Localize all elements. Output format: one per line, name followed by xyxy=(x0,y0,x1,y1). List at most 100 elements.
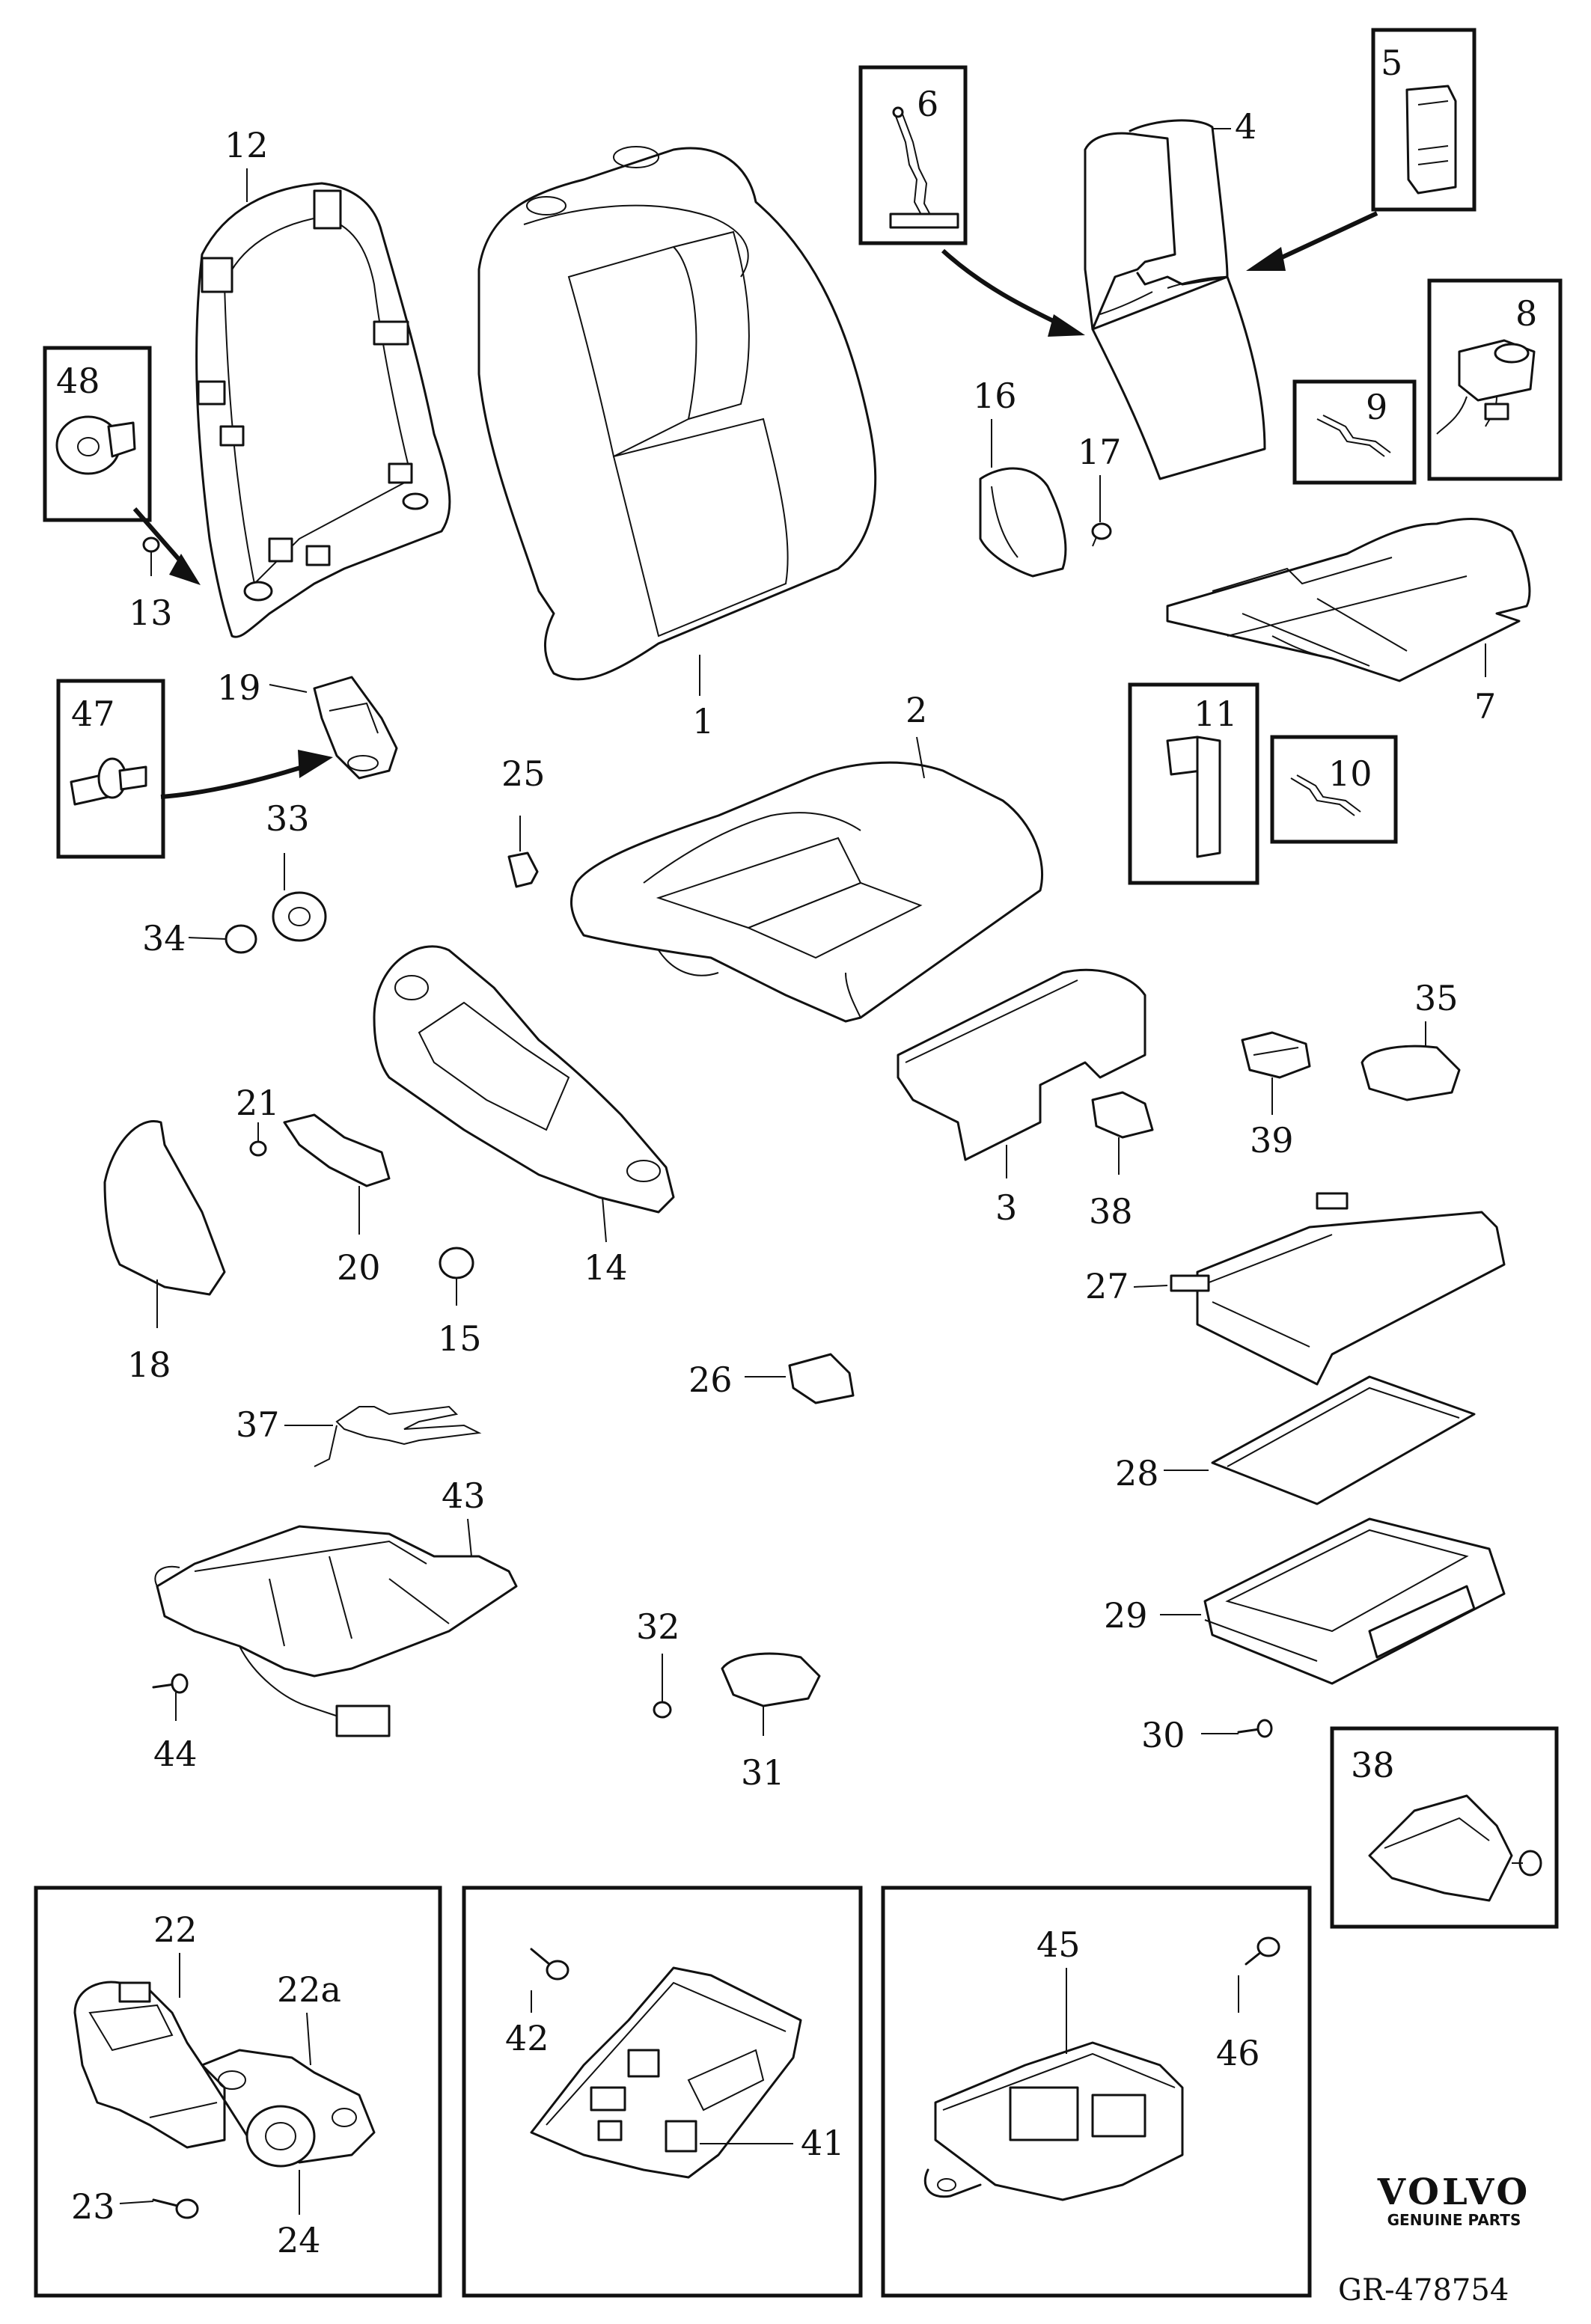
label-41: 41 xyxy=(801,2123,845,2163)
part-14-side-panel xyxy=(373,945,675,1214)
part-15-cap xyxy=(439,1247,474,1279)
callout-box-45 xyxy=(881,1886,1312,2298)
part-24-motor xyxy=(245,2105,316,2168)
brand-sub: GENUINE PARTS xyxy=(1387,2211,1521,2229)
label-45: 45 xyxy=(1036,1924,1081,1965)
part-38-connector xyxy=(1091,1091,1154,1139)
part-42-screw xyxy=(530,1948,569,1981)
part-23-screw xyxy=(152,2198,199,2219)
callout-box-9 xyxy=(1292,379,1417,485)
part-3-front-trim xyxy=(897,968,1146,1161)
part-35-cover xyxy=(1361,1045,1461,1101)
label-4: 4 xyxy=(1235,106,1256,147)
label-7: 7 xyxy=(1474,686,1496,727)
part-27-module xyxy=(1170,1192,1506,1386)
label-47: 47 xyxy=(71,694,115,734)
label-34: 34 xyxy=(142,918,186,958)
label-27: 27 xyxy=(1085,1266,1129,1306)
callout-box-5 xyxy=(1371,28,1477,212)
label-29: 29 xyxy=(1104,1595,1148,1636)
label-5: 5 xyxy=(1381,43,1402,83)
label-17: 17 xyxy=(1078,432,1122,472)
part-30-screw xyxy=(1237,1719,1273,1738)
label-8: 8 xyxy=(1515,293,1537,334)
part-26-clip xyxy=(788,1353,855,1404)
callout-box-38 xyxy=(1330,1726,1559,1929)
part-39-switch xyxy=(1241,1031,1311,1079)
callout-box-10 xyxy=(1270,735,1398,844)
label-26: 26 xyxy=(688,1360,733,1400)
label-12: 12 xyxy=(225,125,269,165)
volvo-genuine-parts-logo: VOLVO GENUINE PARTS xyxy=(1346,2174,1563,2229)
part-20-lever xyxy=(283,1113,391,1187)
part-46-screw xyxy=(1245,1936,1280,1966)
brand-name: VOLVO xyxy=(1377,2171,1531,2213)
part-18-trim xyxy=(103,1120,226,1296)
label-16: 16 xyxy=(973,376,1017,416)
label-48: 48 xyxy=(56,361,100,401)
part-2-cushion-cover xyxy=(569,761,1044,1023)
part-44-screw xyxy=(152,1673,189,1694)
part-47-rivet xyxy=(70,757,147,806)
label-11: 11 xyxy=(1194,694,1238,734)
part-37-harness xyxy=(314,1405,482,1467)
part-41-control-unit xyxy=(530,1966,802,2179)
part-16-bracket xyxy=(979,467,1067,578)
part-8-switch xyxy=(1436,339,1536,435)
label-39: 39 xyxy=(1250,1120,1294,1161)
part-45-control-module xyxy=(923,2041,1184,2201)
part-11-connector xyxy=(1166,736,1221,858)
label-46: 46 xyxy=(1216,2033,1260,2073)
part-48-clip xyxy=(55,415,136,475)
label-20: 20 xyxy=(337,1247,381,1288)
label-32: 32 xyxy=(636,1606,680,1647)
label-3: 3 xyxy=(995,1187,1017,1228)
label-37: 37 xyxy=(236,1404,280,1445)
label-28: 28 xyxy=(1115,1453,1159,1493)
label-14: 14 xyxy=(584,1247,628,1288)
label-23: 23 xyxy=(71,2186,115,2227)
part-5-connector xyxy=(1405,85,1457,195)
label-22a: 22a xyxy=(277,1969,341,2010)
label-2: 2 xyxy=(906,690,927,730)
label-9: 9 xyxy=(1366,387,1387,427)
label-44: 44 xyxy=(153,1734,198,1774)
callout-box-47 xyxy=(56,679,165,859)
part-1-backrest-cover xyxy=(477,146,877,681)
part-6-heating-connector xyxy=(889,106,959,229)
callout-box-41 xyxy=(462,1886,863,2298)
part-13-clip xyxy=(142,536,160,553)
part-25-clip xyxy=(507,851,539,888)
diagram-reference: GR-478754 xyxy=(1338,2273,1509,2308)
part-28-plate xyxy=(1211,1375,1476,1505)
label-21: 21 xyxy=(236,1083,280,1123)
part-17-screw xyxy=(1091,522,1112,547)
label-30: 30 xyxy=(1141,1715,1185,1755)
part-10-terminal xyxy=(1290,774,1361,816)
label-42: 42 xyxy=(505,2018,549,2058)
label-10: 10 xyxy=(1328,753,1372,794)
callout-box-48 xyxy=(43,346,152,522)
callout-box-11 xyxy=(1128,682,1259,885)
label-6: 6 xyxy=(917,84,938,124)
label-24: 24 xyxy=(277,2220,321,2260)
label-25: 25 xyxy=(501,753,546,794)
label-33: 33 xyxy=(266,798,310,839)
part-43-heater-element xyxy=(154,1525,518,1737)
label-38-callout: 38 xyxy=(1351,1745,1395,1785)
label-13: 13 xyxy=(129,593,173,633)
part-31-cover xyxy=(721,1652,821,1707)
callout-box-6 xyxy=(858,65,968,245)
part-32-nut xyxy=(653,1701,672,1719)
part-4-backrest-heater xyxy=(1084,119,1266,480)
label-43: 43 xyxy=(442,1476,486,1516)
part-29-tray xyxy=(1203,1517,1506,1685)
part-21-screw xyxy=(249,1140,267,1157)
label-22: 22 xyxy=(153,1909,198,1950)
part-38-connector-detail xyxy=(1368,1794,1542,1902)
part-34-cap xyxy=(225,924,257,954)
label-31: 31 xyxy=(741,1752,785,1793)
part-9-terminal xyxy=(1316,415,1391,457)
callout-box-8 xyxy=(1427,278,1563,481)
